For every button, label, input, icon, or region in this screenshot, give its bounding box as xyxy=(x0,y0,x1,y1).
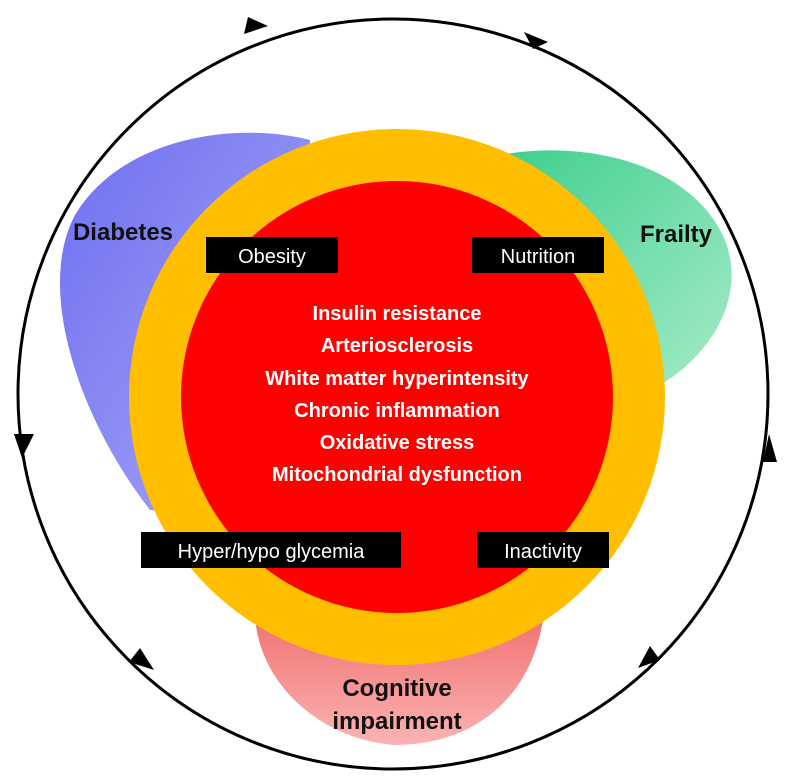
cycle-arrow-icon-bottom-right xyxy=(638,646,660,668)
cognitive-label-line1: Cognitive xyxy=(342,675,451,702)
cognitive-label-line2: impairment xyxy=(332,708,461,735)
cycle-circle xyxy=(16,17,770,771)
inactivity-label: Inactivity xyxy=(504,541,582,563)
diabetes-label: Diabetes xyxy=(73,219,173,246)
cycle-arrow-icon-right xyxy=(763,434,777,462)
obesity-box xyxy=(206,237,338,273)
nutrition-box xyxy=(472,237,604,273)
glycemia-label: Hyper/hypo glycemia xyxy=(178,541,366,563)
cycle-arrow-icon-top-left xyxy=(244,17,268,34)
nutrition-label: Nutrition xyxy=(501,246,575,268)
mechanism-4: Chronic inflammation xyxy=(294,400,500,422)
frailty-label: Frailty xyxy=(640,221,713,248)
mechanism-5: Oxidative stress xyxy=(320,432,475,454)
mechanism-3: White matter hyperintensity xyxy=(265,368,529,390)
core-circle xyxy=(181,181,613,613)
mechanism-2: Arteriosclerosis xyxy=(321,335,473,357)
inactivity-box xyxy=(477,532,609,568)
cycle-arrow-icon-bottom-left xyxy=(129,648,154,670)
cycle-arrow-icon-top-right xyxy=(524,32,548,49)
glycemia-box xyxy=(141,532,401,568)
cycle-arrow-icon-left xyxy=(14,434,34,458)
mechanism-6: Mitochondrial dysfunction xyxy=(272,464,522,486)
obesity-label: Obesity xyxy=(238,246,306,268)
mechanism-1: Insulin resistance xyxy=(313,303,482,325)
